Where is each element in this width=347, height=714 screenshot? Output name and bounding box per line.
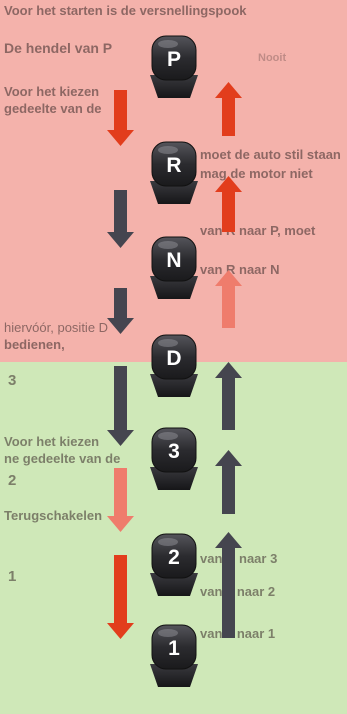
up-arrow-r-to-p	[215, 82, 242, 136]
gear-label-3: 3	[168, 440, 180, 463]
up-arrow-2-to-3	[215, 450, 242, 514]
up-arrow-1-to-2	[215, 532, 242, 638]
gear-knob-d: D	[150, 335, 198, 397]
up-arrow-d-to-n	[215, 270, 242, 328]
gear-label-n: N	[166, 249, 181, 272]
gear-label-d: D	[166, 347, 181, 370]
gear-knob-r: R	[150, 142, 198, 204]
gear-label-r: R	[166, 154, 181, 177]
up-arrow-3-to-d	[215, 362, 242, 430]
up-arrow-n-to-r	[215, 176, 242, 232]
gear-knob-3: 3	[150, 428, 198, 490]
down-arrow-3-to-2	[107, 468, 134, 532]
gear-label-1: 1	[168, 637, 180, 660]
down-arrow-2-to-1	[107, 555, 134, 639]
down-arrow-r-to-n	[107, 190, 134, 248]
gear-knob-1: 1	[150, 625, 198, 687]
gear-label-p: P	[167, 48, 181, 71]
down-arrow-d-to-3	[107, 366, 134, 446]
gear-knob-p: P	[150, 36, 198, 98]
down-arrow-n-to-d	[107, 288, 134, 334]
gear-label-2: 2	[168, 546, 180, 569]
down-arrow-p-to-r	[107, 90, 134, 146]
gear-knob-n: N	[150, 237, 198, 299]
gear-knob-2: 2	[150, 534, 198, 596]
